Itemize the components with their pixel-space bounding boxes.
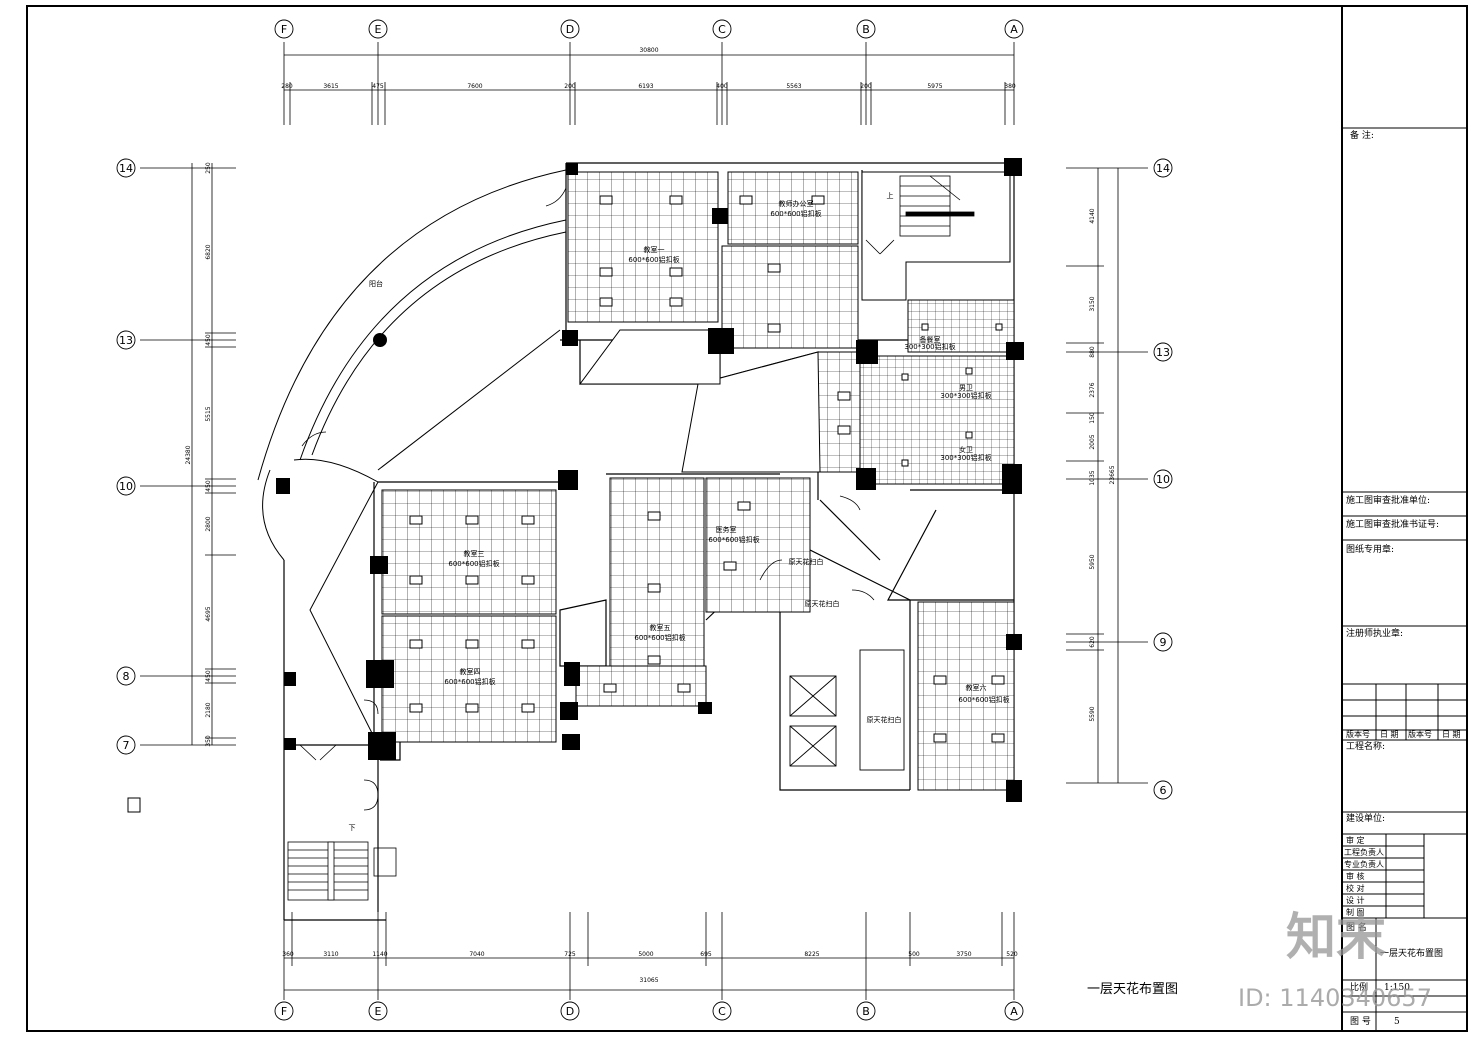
tb-scale-label: 比例 (1350, 983, 1369, 993)
tb-version-2: 版本号 (1408, 730, 1432, 739)
tb-date-1: 日 期 (1380, 730, 1399, 739)
left-dimension-lines (140, 163, 236, 746)
sheet-border (26, 5, 1468, 1032)
tb-reg-seal: 注册师执业章: (1346, 629, 1404, 639)
drain-icon (373, 333, 387, 347)
tb-project: 工程名称: (1346, 742, 1386, 752)
tb-role: 专业负责人 (1344, 860, 1384, 869)
tb-sheet-no-label: 图 号 (1350, 1017, 1371, 1027)
tb-approval-no: 施工图审查批准书证号: (1346, 520, 1440, 530)
tb-role: 审 定 (1346, 836, 1365, 845)
grid-bubbles (116, 19, 1173, 1021)
watermark-logo: 知末 (1286, 908, 1386, 966)
tb-role: 工程负责人 (1344, 848, 1384, 857)
ceiling-teacher-office (727, 171, 859, 245)
plan-title: 一层天花布置图 (1087, 982, 1179, 997)
structural-columns (276, 158, 1024, 802)
ceiling-class1 (567, 171, 719, 323)
ceiling-clinic (705, 477, 811, 613)
ceiling-class3 (381, 489, 557, 615)
ceiling-wc (859, 355, 1015, 485)
ceiling-class6 (917, 601, 1015, 791)
tb-sheet-no: 5 (1394, 1017, 1400, 1027)
bottom-dimension-lines (283, 912, 1015, 1000)
tb-remark: 备 注: (1350, 131, 1374, 141)
ceiling-corridor-n (721, 245, 859, 349)
right-dimension-lines (1066, 167, 1148, 784)
light-fixtures (127, 195, 1005, 813)
top-dimension-lines (283, 42, 1015, 125)
tb-role: 设 计 (1346, 896, 1365, 905)
ceiling-class4 (381, 615, 557, 743)
watermark-id: ID: 1140340657 (1238, 984, 1432, 1012)
tb-drawing-name-label: 图 名 (1346, 923, 1367, 933)
tb-date-2: 日 期 (1442, 730, 1461, 739)
stair-top (899, 175, 975, 237)
tb-drawing-name: 一层天花布置图 (1380, 949, 1444, 959)
tb-version-1: 版本号 (1346, 730, 1370, 739)
tb-role: 审 核 (1346, 872, 1365, 881)
elevators (789, 649, 905, 771)
wc-lights (901, 323, 1003, 467)
balcony-arcs (257, 169, 567, 746)
tb-role: 校 对 (1346, 884, 1365, 893)
tb-approval-unit: 施工图审查批准单位: (1346, 496, 1431, 506)
tb-role: 制 图 (1346, 908, 1365, 917)
doors (299, 187, 895, 811)
stair-bottom (287, 841, 397, 901)
tb-scale: 1:150 (1384, 983, 1410, 993)
tb-seal: 图纸专用章: (1346, 545, 1395, 555)
tb-client: 建设单位: (1346, 814, 1386, 824)
